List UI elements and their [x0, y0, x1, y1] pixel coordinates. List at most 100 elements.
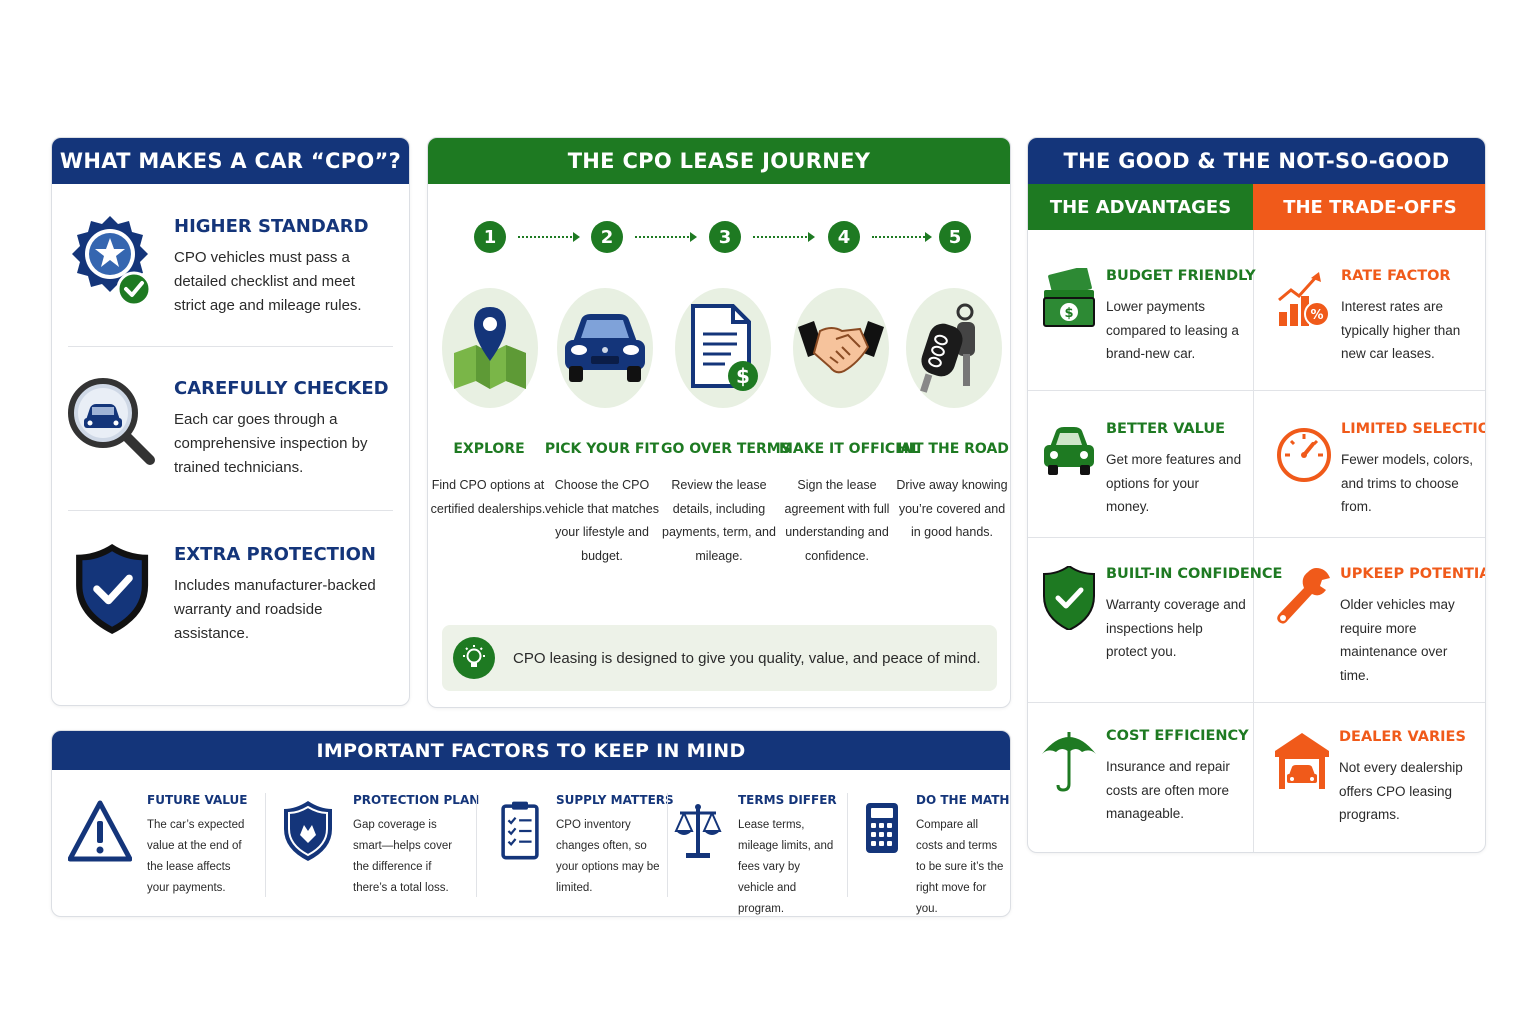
lightbulb-icon-wrap: [453, 637, 495, 679]
tradeoff-title: RATE FACTOR: [1341, 268, 1451, 284]
tip-text: CPO leasing is designed to give you qual…: [513, 649, 981, 667]
map-pin-icon: [454, 307, 526, 389]
step-number: 4: [828, 221, 860, 253]
step-title: HIT THE ROAD: [897, 441, 1009, 457]
money-stack-icon: $: [1043, 268, 1095, 327]
car-icon: [1044, 427, 1094, 475]
shield-hands-icon: [284, 801, 332, 861]
divider: [68, 510, 393, 511]
tradeoff-rate-factor: % RATE FACTOR Interest rates are typical…: [1263, 268, 1485, 368]
cpo-item-text: Includes manufacturer-backed warranty an…: [174, 577, 376, 642]
gauge-icon: [1277, 428, 1331, 482]
step-desc: Review the lease details, including paym…: [662, 478, 776, 563]
factor-text: CPO inventory changes often, so your opt…: [556, 819, 660, 894]
tradeoff-text: Older vehicles may require more maintena…: [1340, 597, 1455, 683]
umbrella-icon: [1042, 732, 1096, 792]
step-number: 1: [474, 221, 506, 253]
advantage-text: Insurance and repair costs are often mor…: [1106, 759, 1230, 821]
svg-text:$: $: [1064, 306, 1073, 321]
star-badge-check-icon: [72, 216, 152, 306]
tradeoffs-header: THE TRADE-OFFS: [1253, 184, 1485, 230]
advantage-built-in-confidence: BUILT-IN CONFIDENCE Warranty coverage an…: [1028, 566, 1282, 676]
step-desc: Find CPO options at certified dealership…: [430, 478, 546, 516]
step-title: GO OVER TERMS: [661, 441, 791, 457]
advantage-title: BETTER VALUE: [1106, 421, 1226, 437]
factor-divider: [265, 793, 266, 897]
cpo-item-title: EXTRA PROTECTION: [174, 544, 376, 565]
factor-text: Gap coverage is smart—helps cover the di…: [353, 819, 453, 894]
step-title: EXPLORE: [453, 441, 525, 457]
svg-text:$: $: [736, 364, 750, 388]
advantage-budget-friendly: $ BUDGET FRIENDLY Lower payments compare…: [1028, 268, 1256, 368]
row-divider: [1028, 702, 1485, 703]
shield-check-icon: [76, 544, 149, 634]
step-arrow: [753, 232, 815, 242]
step-number: 5: [939, 221, 971, 253]
step-desc: Choose the CPO vehicle that matches your…: [545, 478, 659, 563]
advantage-title: COST EFFICIENCY: [1106, 728, 1249, 744]
factor-text: Compare all costs and terms to be sure i…: [916, 819, 1004, 915]
tradeoff-text: Fewer models, colors, and trims to choos…: [1341, 452, 1474, 514]
cpo-item-title: HIGHER STANDARD: [174, 216, 369, 237]
advantage-text: Get more features and options for your m…: [1106, 452, 1242, 514]
factor-divider: [476, 793, 477, 897]
cpo-item-title: CAREFULLY CHECKED: [174, 378, 389, 399]
wrench-icon: [1277, 568, 1330, 624]
factor-divider: [667, 793, 668, 897]
car-keys-icon: [920, 303, 975, 393]
car-front-icon: [565, 314, 645, 382]
cpo-item-text: CPO vehicles must pass a detailed checkl…: [174, 249, 362, 314]
chart-percent-icon: %: [1278, 272, 1330, 327]
step-arrow: [872, 232, 932, 242]
journey-card-title: THE CPO LEASE JOURNEY: [428, 138, 1010, 184]
factor-title: FUTURE VALUE: [147, 793, 248, 807]
advantage-text: Warranty coverage and inspections help p…: [1106, 597, 1246, 659]
calculator-icon: [866, 803, 898, 853]
advantage-better-value: BETTER VALUE Get more features and optio…: [1028, 421, 1253, 521]
step-explore-circle: [442, 288, 538, 408]
advantages-header: THE ADVANTAGES: [1028, 184, 1253, 230]
factors-card: IMPORTANT FACTORS TO KEEP IN MIND FUTURE…: [51, 730, 1011, 917]
checklist-icon: [501, 801, 539, 860]
factor-title: TERMS DIFFER: [738, 793, 837, 807]
lightbulb-icon: [463, 645, 485, 667]
warning-icon: [68, 800, 132, 862]
tip-bar: CPO leasing is designed to give you qual…: [442, 625, 997, 691]
step-number: 3: [709, 221, 741, 253]
step-terms-circle: $: [675, 288, 771, 408]
pros-cons-title: THE GOOD & THE NOT-SO-GOOD: [1028, 138, 1485, 184]
factor-title: SUPPLY MATTERS: [556, 793, 674, 807]
step-road-circle: [906, 288, 1002, 408]
journey-card: THE CPO LEASE JOURNEY 1 2 3 4 5: [427, 137, 1011, 708]
document-dollar-icon: $: [691, 304, 758, 391]
svg-text:%: %: [1310, 308, 1323, 323]
tradeoff-text: Not every dealership offers CPO leasing …: [1339, 760, 1463, 822]
column-divider: [1253, 230, 1254, 852]
row-divider: [1028, 390, 1485, 391]
factor-text: Lease terms, mileage limits, and fees va…: [738, 819, 834, 915]
tradeoff-limited-selection: LIMITED SELECTION Fewer models, colors, …: [1263, 421, 1485, 521]
tradeoff-text: Interest rates are typically higher than…: [1341, 299, 1461, 361]
pros-cons-card: THE GOOD & THE NOT-SO-GOOD THE ADVANTAGE…: [1027, 137, 1486, 853]
cpo-card: WHAT MAKES A CAR “CPO”? HIGHER STANDARD …: [51, 137, 410, 706]
advantage-title: BUILT-IN CONFIDENCE: [1106, 566, 1283, 582]
divider: [68, 346, 393, 347]
step-desc: Drive away knowing you’re covered and in…: [896, 478, 1008, 539]
factor-text: The car’s expected value at the end of t…: [147, 819, 245, 894]
factor-title: DO THE MATH: [916, 793, 1010, 807]
shield-check-icon: [1043, 566, 1095, 630]
step-pick-circle: [557, 288, 653, 408]
row-divider: [1028, 537, 1485, 538]
tradeoff-title: DEALER VARIES: [1339, 729, 1466, 745]
tradeoff-title: LIMITED SELECTION: [1341, 421, 1485, 437]
cpo-item-text: Each car goes through a comprehensive in…: [174, 411, 368, 476]
step-title: PICK YOUR FIT: [544, 441, 660, 457]
scales-icon: [674, 804, 722, 858]
factor-divider: [847, 793, 848, 897]
magnifier-car-icon: [68, 378, 155, 465]
advantage-text: Lower payments compared to leasing a bra…: [1106, 299, 1239, 361]
tradeoff-dealer-varies: DEALER VARIES Not every dealership offer…: [1261, 729, 1485, 839]
factor-title: PROTECTION PLAN: [353, 793, 480, 807]
step-desc: Sign the lease agreement with full under…: [784, 478, 890, 563]
factors-title: IMPORTANT FACTORS TO KEEP IN MIND: [52, 731, 1010, 770]
